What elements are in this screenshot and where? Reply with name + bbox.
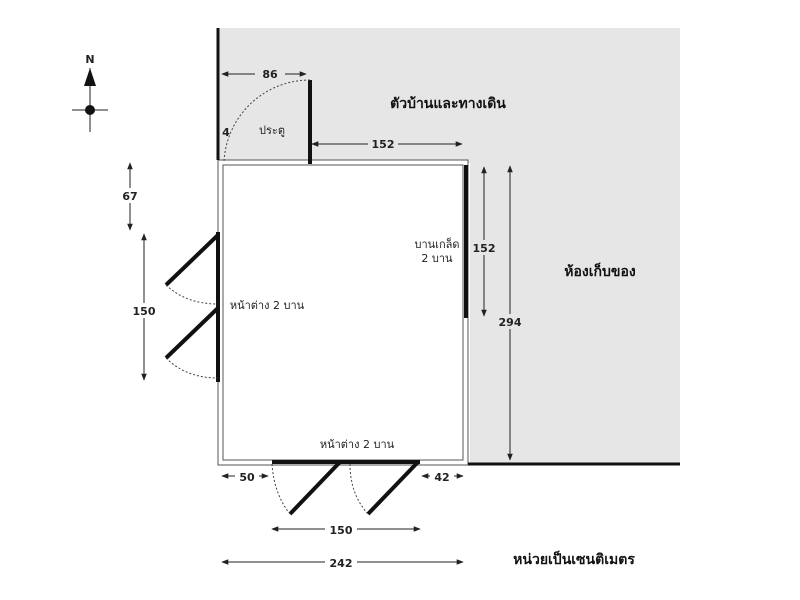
dim-door-offset: 4 (222, 126, 230, 139)
left-window-label: หน้าต่าง 2 บาน (230, 299, 305, 312)
dim-door-width: 86 (262, 68, 278, 81)
dim-bottom-left-gap: 50 (239, 471, 255, 484)
house-area-shading (218, 28, 680, 163)
sliding-door-label-line1: บานเกล็ด (415, 237, 460, 251)
left-window-swing-2 (165, 357, 219, 379)
storage-area-shading (470, 160, 680, 464)
door-label: ประตู (259, 124, 285, 137)
bottom-window-sash-1 (288, 460, 342, 516)
dim-bottom-window-span: 150 (330, 524, 353, 537)
storage-room-label: ห้องเก็บของ (564, 262, 636, 280)
bottom-window-swing-2 (349, 463, 369, 515)
room-floor (218, 160, 468, 465)
dim-overall-width: 242 (330, 557, 353, 570)
bottom-window-swing-1 (271, 463, 291, 515)
sliding-door-label-line2: 2 บาน (421, 252, 453, 265)
dim-bottom-right-gap: 42 (434, 471, 449, 484)
house-walkway-label: ตัวบ้านและทางเดิน (390, 96, 506, 112)
dim-left-window-span: 150 (133, 305, 156, 318)
dimension-labels: 86 4 152 67 150 152 294 50 42 150 242 (118, 66, 524, 570)
left-window-swing-1 (165, 284, 219, 305)
bottom-window-sash-2 (366, 460, 420, 516)
compass-center-icon (85, 105, 95, 115)
left-window-sash-1 (164, 233, 220, 287)
dim-left-top-gap: 67 (122, 190, 137, 203)
dim-right-slider-span: 152 (473, 242, 496, 255)
dim-top-wall-right: 152 (372, 138, 395, 151)
dim-right-total: 294 (499, 316, 522, 329)
door-swing-arc (223, 79, 311, 163)
compass-label: N (85, 53, 94, 66)
compass-arrow-icon (84, 68, 96, 86)
unit-note: หน่วยเป็นเซนติเมตร (513, 550, 635, 568)
bottom-window-label: หน้าต่าง 2 บาน (320, 438, 395, 451)
north-compass: N (72, 53, 108, 132)
left-window-sash-2 (164, 306, 220, 360)
